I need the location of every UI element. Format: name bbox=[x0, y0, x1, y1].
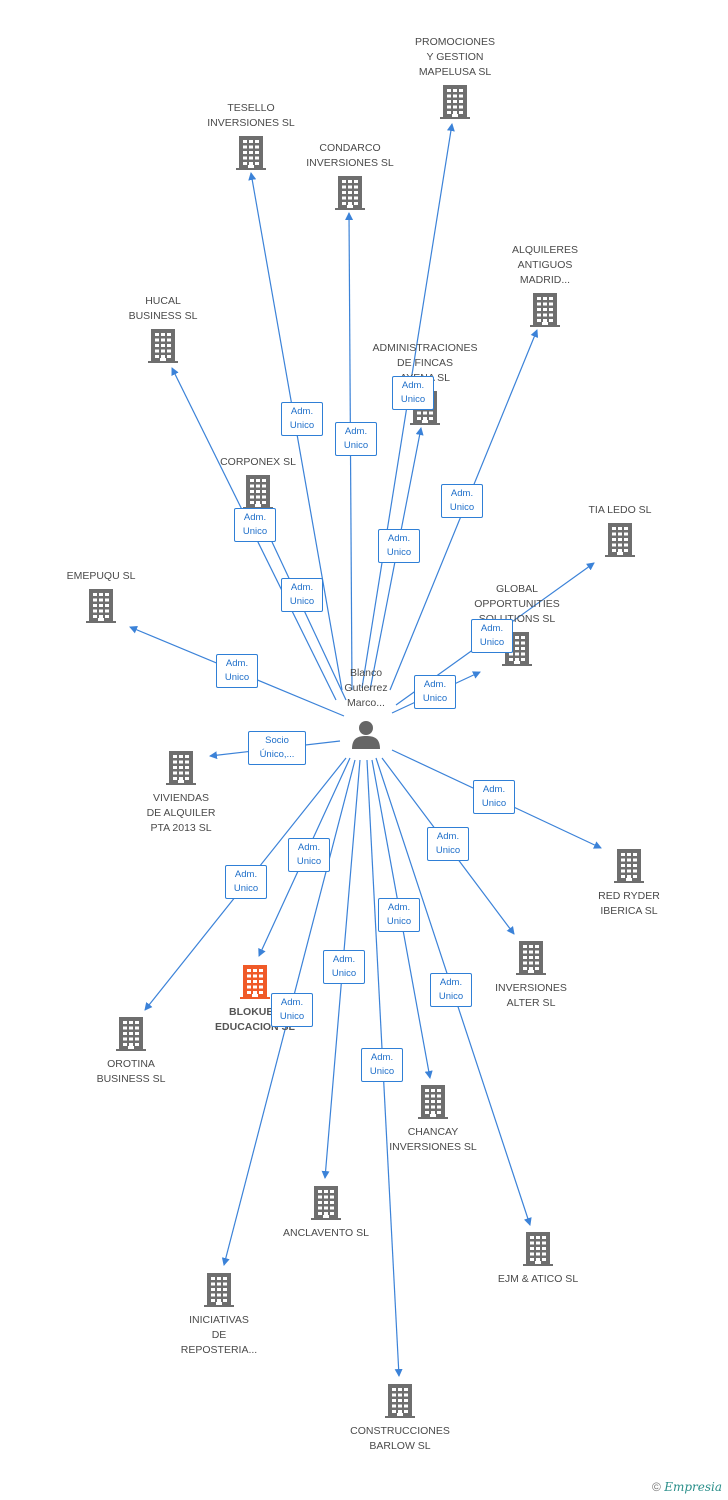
relation-badge-hucal[interactable]: Adm. Unico bbox=[234, 508, 276, 542]
company-label: HUCAL BUSINESS SL bbox=[128, 295, 198, 322]
building-icon bbox=[148, 329, 178, 363]
building-icon bbox=[236, 136, 266, 170]
company-label: CONSTRUCCIONES BARLOW SL bbox=[350, 1425, 450, 1452]
building-icon bbox=[86, 589, 116, 623]
company-node-blokube[interactable]: BLOKUBE EDUCACION SL bbox=[180, 965, 330, 1035]
copyright-symbol: © bbox=[652, 1480, 661, 1494]
company-label: EMEPUQU SL bbox=[66, 570, 136, 582]
relation-badge-viviendas[interactable]: Socio Único,... bbox=[248, 731, 306, 765]
footer-brand: © Empresia bbox=[652, 1480, 722, 1494]
company-node-condarco[interactable]: CONDARCO INVERSIONES SL bbox=[275, 141, 425, 210]
relation-badge-ejm[interactable]: Adm. Unico bbox=[430, 973, 472, 1007]
building-icon bbox=[166, 751, 196, 785]
company-node-redryder[interactable]: RED RYDER IBERICA SL bbox=[554, 849, 704, 919]
company-node-alquileres[interactable]: ALQUILERES ANTIGUOS MADRID... bbox=[470, 243, 620, 327]
building-icon bbox=[605, 523, 635, 557]
relation-badge-construcciones[interactable]: Adm. Unico bbox=[361, 1048, 403, 1082]
building-icon bbox=[240, 965, 270, 999]
company-label: PROMOCIONES Y GESTION MAPELUSA SL bbox=[415, 36, 495, 78]
building-icon bbox=[530, 293, 560, 327]
company-label: TIA LEDO SL bbox=[588, 504, 652, 516]
building-icon bbox=[385, 1384, 415, 1418]
company-node-hucal[interactable]: HUCAL BUSINESS SL bbox=[88, 294, 238, 363]
relation-badge-orotina[interactable]: Adm. Unico bbox=[225, 865, 267, 899]
building-icon bbox=[116, 1017, 146, 1051]
building-icon bbox=[243, 475, 273, 509]
company-label: BLOKUBE EDUCACION SL bbox=[215, 1006, 295, 1033]
company-node-anclavento[interactable]: ANCLAVENTO SL bbox=[251, 1186, 401, 1241]
building-icon bbox=[335, 176, 365, 210]
company-label: OROTINA BUSINESS SL bbox=[96, 1058, 166, 1085]
relation-badge-redryder[interactable]: Adm. Unico bbox=[473, 780, 515, 814]
relation-badge-administraciones[interactable]: Adm. Unico bbox=[378, 529, 420, 563]
company-label: RED RYDER IBERICA SL bbox=[598, 890, 660, 917]
company-label: INICIATIVAS DE REPOSTERIA... bbox=[180, 1314, 258, 1356]
relation-badge-tialedo[interactable]: Adm. Unico bbox=[471, 619, 513, 653]
relation-badge-chancay[interactable]: Adm. Unico bbox=[378, 898, 420, 932]
relation-badge-condarco[interactable]: Adm. Unico bbox=[335, 422, 377, 456]
company-node-tesello[interactable]: TESELLO INVERSIONES SL bbox=[176, 101, 326, 170]
company-node-ejm[interactable]: EJM & ATICO SL bbox=[463, 1232, 613, 1287]
brand-logo: Empresia bbox=[664, 1480, 722, 1494]
company-node-promociones[interactable]: PROMOCIONES Y GESTION MAPELUSA SL bbox=[380, 35, 530, 119]
relation-badge-blokube[interactable]: Adm. Unico bbox=[288, 838, 330, 872]
company-node-corponex[interactable]: CORPONEX SL bbox=[183, 455, 333, 509]
company-label: CONDARCO INVERSIONES SL bbox=[306, 142, 394, 169]
company-label: EJM & ATICO SL bbox=[497, 1273, 579, 1285]
relation-badge-alquileres[interactable]: Adm. Unico bbox=[441, 484, 483, 518]
relation-badge-inversionesalter[interactable]: Adm. Unico bbox=[427, 827, 469, 861]
relation-badge-corponex[interactable]: Adm. Unico bbox=[281, 578, 323, 612]
relation-badge-global[interactable]: Adm. Unico bbox=[414, 675, 456, 709]
building-icon bbox=[418, 1085, 448, 1119]
company-node-orotina[interactable]: OROTINA BUSINESS SL bbox=[56, 1017, 206, 1087]
building-icon bbox=[516, 941, 546, 975]
company-label: CORPONEX SL bbox=[220, 456, 296, 468]
company-node-viviendas[interactable]: VIVIENDAS DE ALQUILER PTA 2013 SL bbox=[106, 751, 256, 836]
company-label: GLOBAL OPPORTUNITIES SOLUTIONS SL bbox=[474, 583, 560, 625]
building-icon bbox=[523, 1232, 553, 1266]
company-node-construcciones[interactable]: CONSTRUCCIONES BARLOW SL bbox=[325, 1384, 475, 1454]
company-label: INVERSIONES ALTER SL bbox=[495, 982, 567, 1009]
company-label: TESELLO INVERSIONES SL bbox=[207, 102, 295, 129]
company-label: CHANCAY INVERSIONES SL bbox=[389, 1126, 477, 1153]
person-name: Blanco Gutierrez Marco... bbox=[344, 667, 388, 709]
person-node[interactable]: Blanco Gutierrez Marco... bbox=[306, 666, 426, 749]
company-node-chancay[interactable]: CHANCAY INVERSIONES SL bbox=[358, 1085, 508, 1155]
company-node-iniciativas[interactable]: INICIATIVAS DE REPOSTERIA... bbox=[144, 1273, 294, 1358]
company-node-inversionesalter[interactable]: INVERSIONES ALTER SL bbox=[456, 941, 606, 1011]
building-icon bbox=[204, 1273, 234, 1307]
company-node-global[interactable]: GLOBAL OPPORTUNITIES SOLUTIONS SL bbox=[442, 582, 592, 666]
relation-badge-iniciativas[interactable]: Adm. Unico bbox=[271, 993, 313, 1027]
building-icon bbox=[614, 849, 644, 883]
relation-badge-anclavento[interactable]: Adm. Unico bbox=[323, 950, 365, 984]
person-icon bbox=[352, 721, 380, 749]
relation-badge-emepuqu[interactable]: Adm. Unico bbox=[216, 654, 258, 688]
building-icon bbox=[440, 85, 470, 119]
company-label: VIVIENDAS DE ALQUILER PTA 2013 SL bbox=[146, 792, 216, 834]
company-node-tialedo[interactable]: TIA LEDO SL bbox=[545, 503, 695, 557]
building-icon bbox=[311, 1186, 341, 1220]
relation-badge-promociones[interactable]: Adm. Unico bbox=[392, 376, 434, 410]
relation-badge-tesello[interactable]: Adm. Unico bbox=[281, 402, 323, 436]
company-node-emepuqu[interactable]: EMEPUQU SL bbox=[26, 569, 176, 623]
company-label: ANCLAVENTO SL bbox=[283, 1227, 369, 1239]
company-label: ALQUILERES ANTIGUOS MADRID... bbox=[512, 244, 578, 286]
